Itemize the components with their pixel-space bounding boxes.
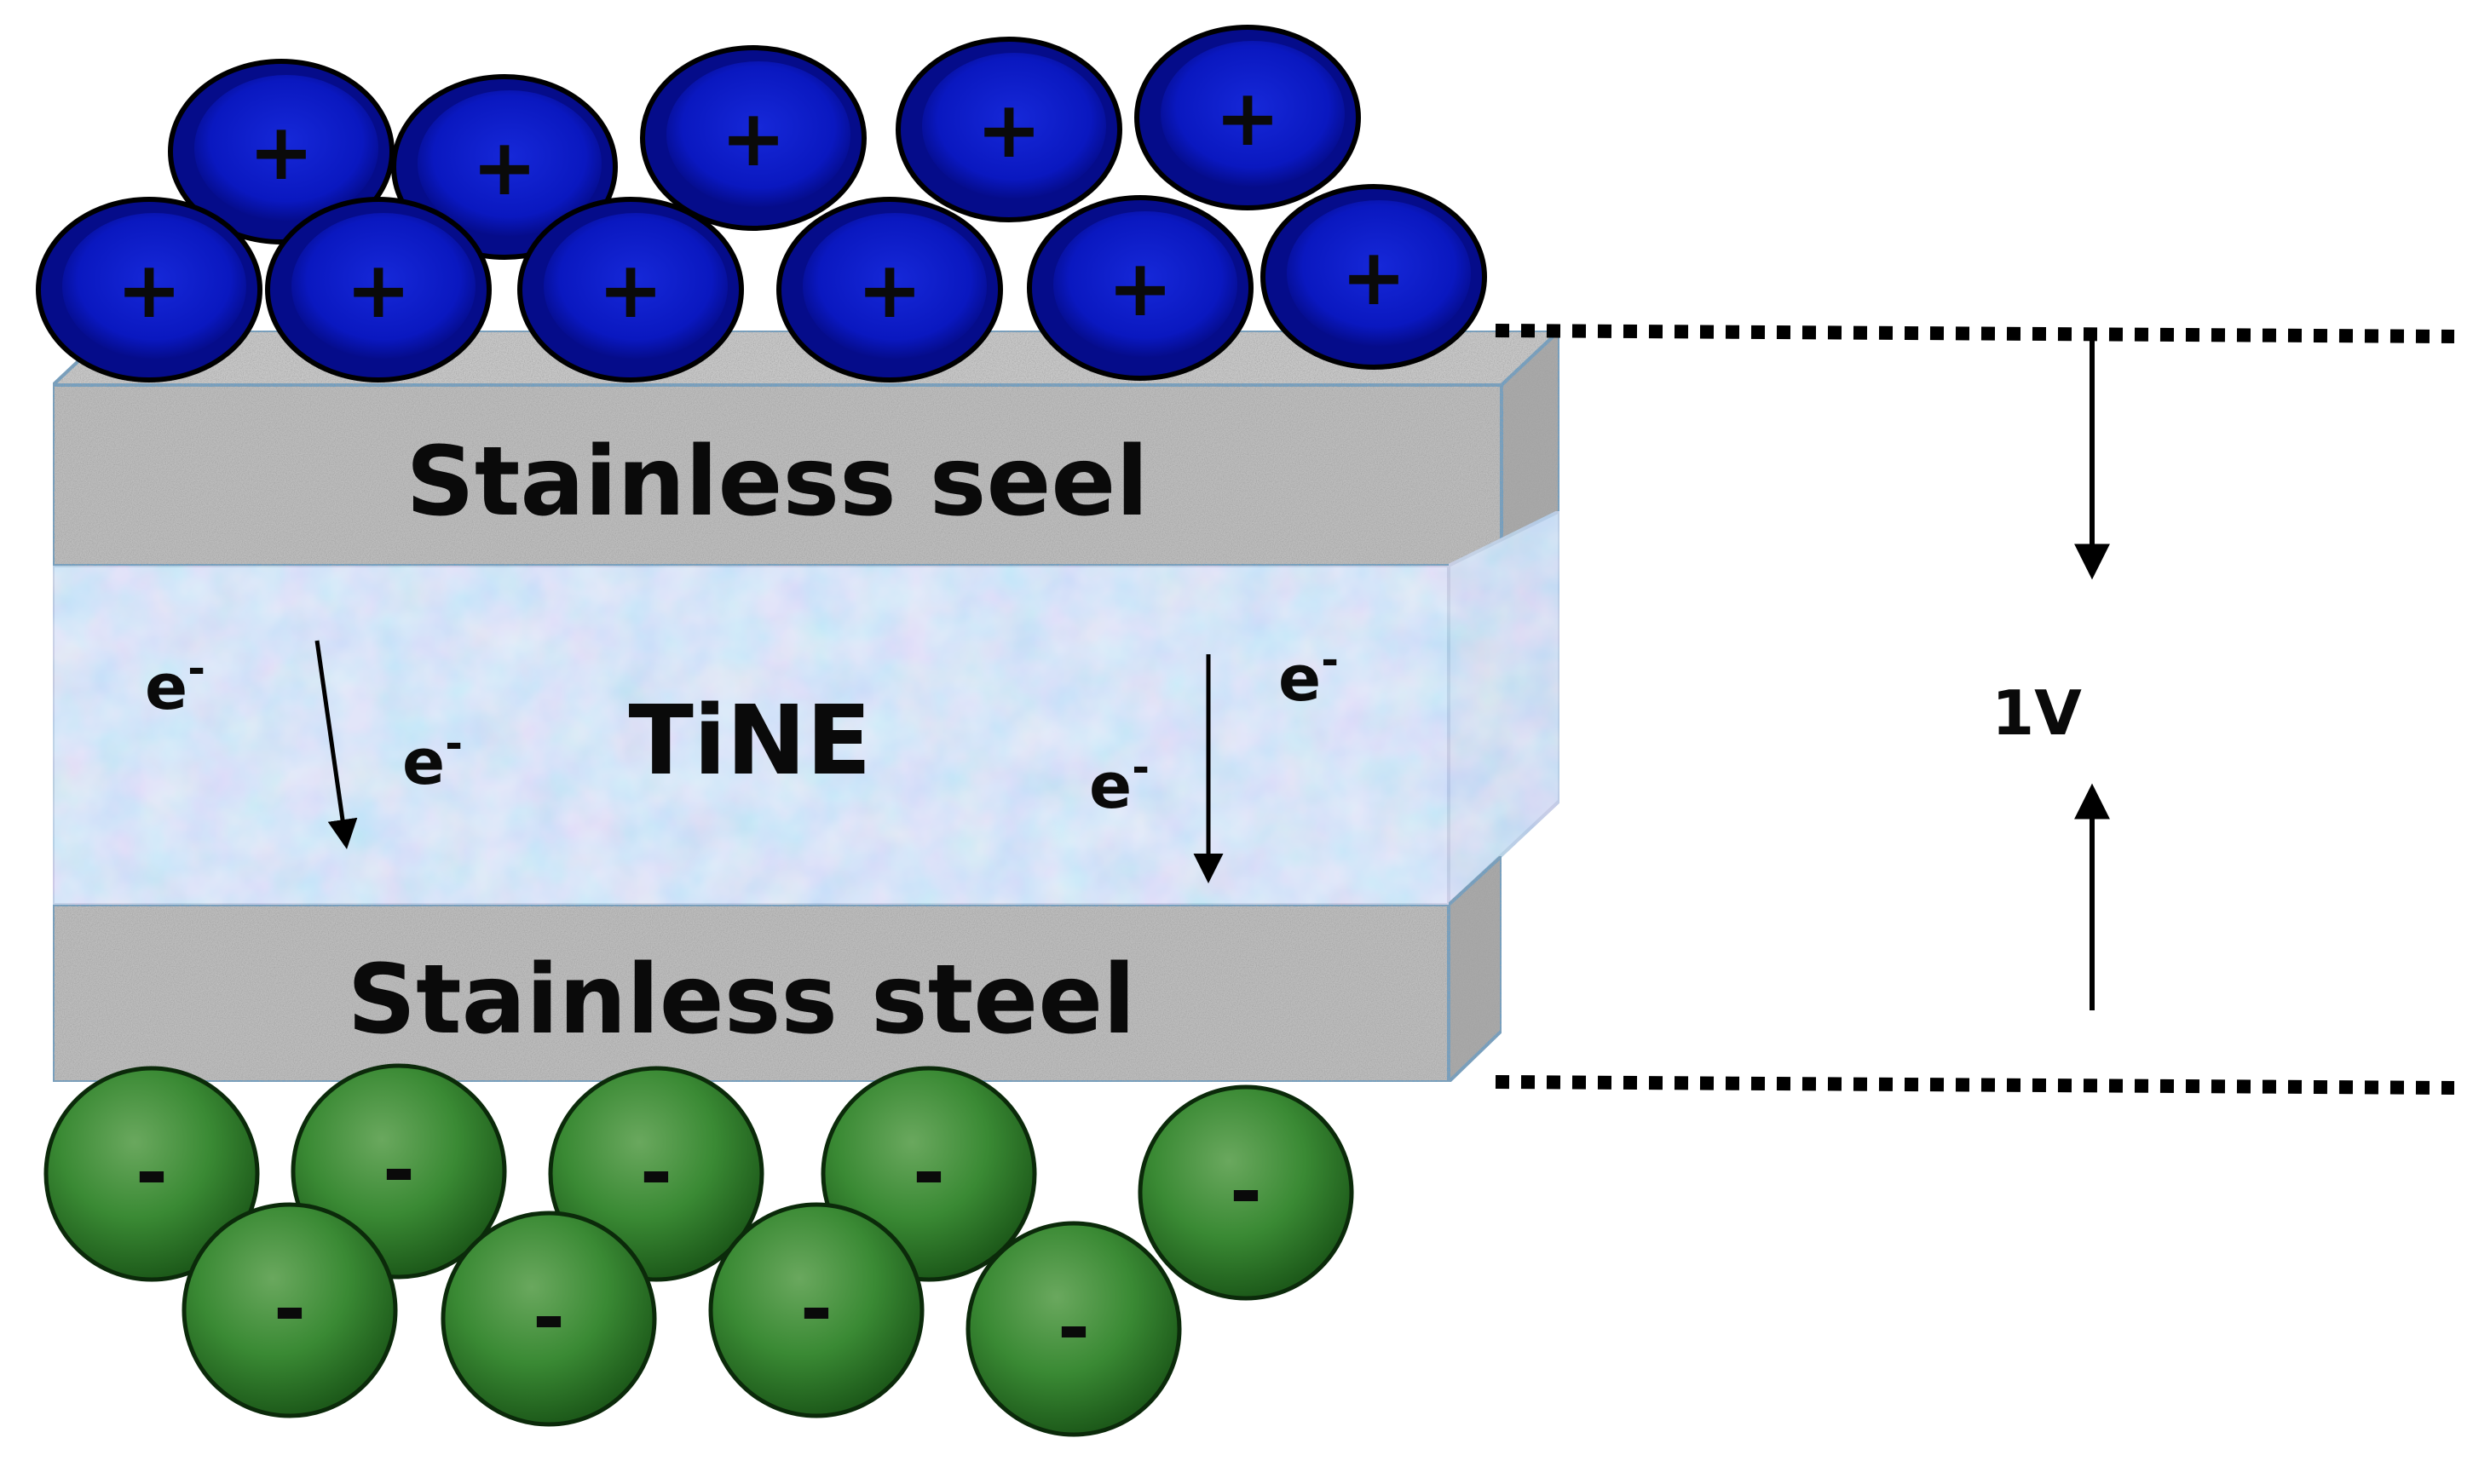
positive-ion: + <box>1260 184 1487 370</box>
negative-ion: - <box>966 1221 1182 1437</box>
bottom-steel-layer: Stainless steel <box>51 852 1503 1086</box>
negative-sign: - <box>800 1263 833 1355</box>
top-steel-front-face <box>51 383 1503 567</box>
negative-sign: - <box>640 1127 672 1218</box>
electron-label: e- <box>145 644 205 724</box>
top-steel-layer: Stainless seel <box>48 326 1565 570</box>
negative-ion: - <box>182 1202 398 1418</box>
positive-ion: + <box>36 197 262 383</box>
negative-sign: - <box>1230 1146 1262 1237</box>
positive-ions: + + + + + + + + + + + <box>36 25 1487 383</box>
negative-ion: - <box>441 1211 657 1427</box>
positive-sign: + <box>597 244 663 336</box>
bottom-steel-label: Stainless steel <box>347 945 1135 1055</box>
top-steel-label: Stainless seel <box>406 427 1149 538</box>
negative-ion: - <box>708 1202 925 1418</box>
negative-sign: - <box>274 1263 306 1355</box>
tine-label: TiNE <box>628 686 871 797</box>
negative-sign: - <box>913 1127 945 1218</box>
negative-ions: --------- <box>43 1063 1354 1437</box>
bottom-potential-dotted-line <box>1495 1075 2455 1095</box>
positive-sign: + <box>856 244 922 336</box>
negative-sign: - <box>1058 1282 1090 1373</box>
positive-sign: + <box>1214 72 1280 164</box>
top-potential-dotted-line <box>1495 324 2455 343</box>
positive-ion: + <box>391 74 618 260</box>
negative-sign: - <box>135 1127 168 1218</box>
tine-side-face <box>1447 508 1561 909</box>
positive-sign: + <box>471 122 537 213</box>
positive-ion: + <box>896 37 1122 222</box>
electron-label: e- <box>402 719 463 799</box>
positive-ion: + <box>1134 25 1361 210</box>
positive-sign: + <box>248 106 314 198</box>
negative-ion: - <box>43 1066 260 1282</box>
tine-layer: TiNE <box>51 508 1561 909</box>
electron-label: e- <box>1089 743 1150 823</box>
voltage-label: 1V <box>1992 677 2082 749</box>
positive-sign: + <box>976 84 1041 175</box>
positive-ion: + <box>1027 195 1254 381</box>
positive-ion: + <box>640 45 867 231</box>
positive-sign: + <box>720 93 786 184</box>
negative-ion: - <box>1138 1084 1354 1301</box>
electron-flow-arrow <box>314 640 358 849</box>
positive-sign: + <box>1340 232 1406 323</box>
positive-ion: + <box>517 197 744 383</box>
positive-sign: + <box>345 244 411 336</box>
positive-ion: + <box>776 197 1003 383</box>
negative-sign: - <box>383 1125 415 1216</box>
electron-labels: e- e- e- e- <box>145 636 1339 823</box>
positive-sign: + <box>1107 243 1173 334</box>
negative-sign: - <box>533 1272 565 1363</box>
electron-label: e- <box>1278 636 1339 716</box>
positive-sign: + <box>116 244 182 336</box>
bottom-steel-front-face <box>51 903 1450 1084</box>
positive-ion: + <box>265 197 492 383</box>
